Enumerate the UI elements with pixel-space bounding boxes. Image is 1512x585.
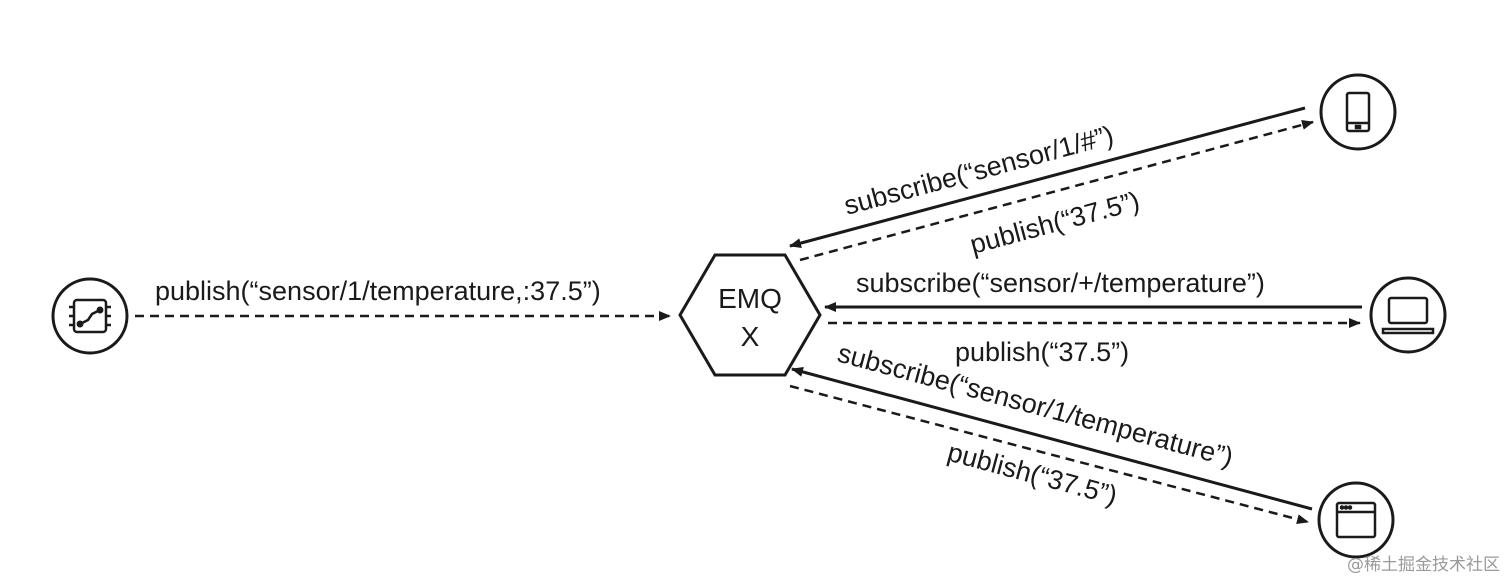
sensor-node [51, 277, 129, 355]
smartphone-icon [1345, 91, 1371, 133]
mobile-publish-arrow [799, 120, 1314, 262]
hub-hexagon [678, 253, 822, 377]
watermark: @稀土掘金技术社区 [1347, 555, 1500, 575]
mobile-subscribe-arrow [789, 106, 1306, 248]
browser-publish-label: publish(“37.5”) [944, 437, 1120, 511]
browser-node [1317, 481, 1395, 559]
emqx-broker-node: EMQ X [678, 253, 822, 377]
browser-window-icon [1335, 501, 1377, 539]
mobile-publish-label: publish(“37.5”) [967, 186, 1143, 260]
laptop-icon [1381, 296, 1435, 335]
laptop-node [1369, 276, 1447, 354]
sensor-publish-label: publish(“sensor/1/temperature,:37.5”) [155, 276, 601, 306]
hub-label-line2: X [741, 321, 760, 352]
hub-label-line1: EMQ [718, 283, 782, 314]
laptop-subscribe-label: subscribe(“sensor/+/temperature”) [856, 268, 1265, 298]
laptop-publish-label: publish(“37.5”) [955, 337, 1129, 367]
mobile-node [1319, 73, 1397, 151]
circuit-board-icon [69, 298, 111, 334]
browser-subscribe-arrow [791, 367, 1313, 511]
